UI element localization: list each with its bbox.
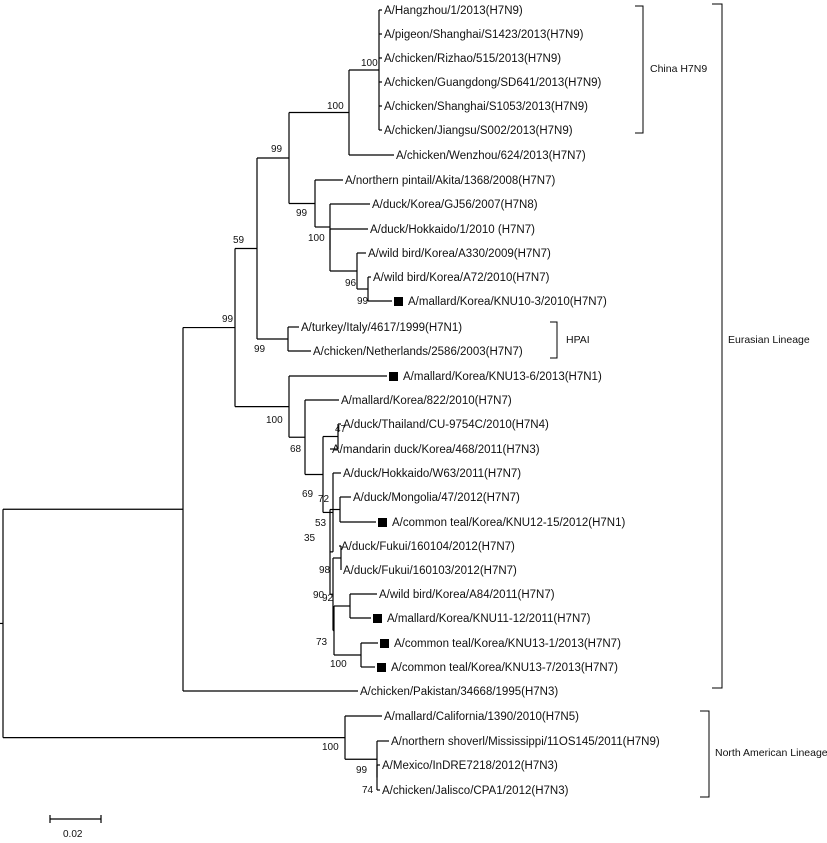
bootstrap-value: 99 [271, 144, 283, 155]
bootstrap-value: 100 [322, 742, 339, 753]
bootstrap-value: 100 [361, 58, 378, 69]
taxon-label: A/chicken/Netherlands/2586/2003(H7N7) [313, 346, 523, 358]
bootstrap-value: 99 [296, 208, 308, 219]
taxon-label: A/duck/Hokkaido/1/2010 (H7N7) [370, 224, 535, 236]
bootstrap-value: 72 [318, 494, 330, 505]
taxon-label: A/duck/Mongolia/47/2012(H7N7) [353, 492, 520, 504]
bootstrap-value: 35 [304, 533, 316, 544]
taxon-label: A/chicken/Pakistan/34668/1995(H7N3) [360, 686, 558, 698]
taxon-label: A/chicken/Shanghai/S1053/2013(H7N9) [384, 101, 588, 113]
taxon-label: A/northern shoverl/Mississippi/11OS145/2… [391, 736, 660, 748]
scale-bar-label: 0.02 [63, 829, 83, 840]
taxon-label: A/Hangzhou/1/2013(H7N9) [384, 5, 523, 17]
taxon-label: A/pigeon/Shanghai/S1423/2013(H7N9) [384, 29, 584, 41]
taxon-label: A/wild bird/Korea/A330/2009(H7N7) [368, 248, 551, 260]
bootstrap-value: 59 [233, 235, 245, 246]
bootstrap-value: 92 [322, 593, 334, 604]
bootstrap-value: 47 [335, 424, 347, 435]
bootstrap-value: 99 [356, 765, 368, 776]
taxon-label: A/common teal/Korea/KNU13-1/2013(H7N7) [394, 638, 621, 650]
tree-branches [0, 9, 394, 791]
study-isolate-marker [373, 614, 382, 623]
taxon-label: A/common teal/Korea/KNU13-7/2013(H7N7) [391, 662, 618, 674]
taxon-label: A/duck/Fukui/160104/2012(H7N7) [341, 541, 515, 553]
study-isolate-marker [380, 639, 389, 648]
hpai-bracket: HPAI [550, 321, 590, 359]
bootstrap-value: 69 [302, 489, 314, 500]
taxon-label: A/wild bird/Korea/A84/2011(H7N7) [379, 589, 555, 601]
taxon-label: A/northern pintail/Akita/1368/2008(H7N7) [345, 175, 555, 187]
taxon-label: A/chicken/Wenzhou/624/2013(H7N7) [396, 150, 586, 162]
bootstrap-value: 100 [266, 415, 283, 426]
study-isolate-marker [394, 297, 403, 306]
taxon-label: A/chicken/Rizhao/515/2013(H7N9) [384, 53, 561, 65]
taxon-label: A/duck/Thailand/CU-9754C/2010(H7N4) [343, 419, 549, 431]
study-isolate-marker [378, 518, 387, 527]
taxon-label: A/chicken/Guangdong/SD641/2013(H7N9) [384, 77, 602, 89]
bootstrap-value: 73 [316, 637, 328, 648]
taxon-labels: A/Hangzhou/1/2013(H7N9) A/pigeon/Shanghai… [301, 5, 660, 797]
bootstrap-value: 53 [315, 518, 327, 529]
bootstrap-value: 99 [357, 296, 369, 307]
bootstrap-value: 99 [222, 314, 234, 325]
bootstrap-value: 100 [330, 659, 347, 670]
taxon-label: A/duck/Korea/GJ56/2007(H7N8) [372, 199, 538, 211]
taxon-label: A/duck/Fukui/160103/2012(H7N7) [343, 565, 517, 577]
taxon-label: A/mallard/Korea/822/2010(H7N7) [341, 395, 512, 407]
taxon-label: A/common teal/Korea/KNU12-15/2012(H7N1) [392, 517, 625, 529]
china-h7n9-label: China H7N9 [650, 63, 707, 75]
hpai-label: HPAI [566, 334, 590, 346]
bootstrap-value: 100 [308, 233, 325, 244]
taxon-label: A/mallard/Korea/KNU13-6/2013(H7N1) [403, 371, 602, 383]
taxon-label: A/mandarin duck/Korea/468/2011(H7N3) [332, 444, 540, 456]
study-isolate-marker [389, 372, 398, 381]
eurasian-lineage-bracket: Eurasian Lineage [712, 3, 810, 689]
taxon-label: A/mallard/Korea/KNU10-3/2010(H7N7) [408, 296, 607, 308]
taxon-label: A/mallard/California/1390/2010(H7N5) [384, 711, 579, 723]
taxon-label: A/turkey/Italy/4617/1999(H7N1) [301, 322, 462, 334]
scale-bar: 0.02 [49, 815, 102, 840]
bootstrap-value: 90 [313, 590, 325, 601]
taxon-label: A/duck/Hokkaido/W63/2011(H7N7) [343, 468, 521, 480]
bootstrap-values: 1001009996100999999594772989210073903553… [222, 58, 378, 796]
eurasian-lineage-label: Eurasian Lineage [728, 334, 810, 346]
study-isolate-marker [377, 663, 386, 672]
taxon-label: A/mallard/Korea/KNU11-12/2011(H7N7) [387, 613, 591, 625]
bootstrap-value: 96 [345, 278, 357, 289]
taxon-label: A/chicken/Jalisco/CPA1/2012(H7N3) [382, 785, 569, 797]
bootstrap-value: 68 [290, 444, 302, 455]
china-h7n9-bracket: China H7N9 [635, 5, 707, 134]
study-isolate-markers [373, 297, 403, 672]
north-american-lineage-bracket: North American Lineage [700, 710, 827, 798]
bootstrap-value: 98 [319, 565, 331, 576]
bootstrap-value: 100 [327, 101, 344, 112]
taxon-label: A/wild bird/Korea/A72/2010(H7N7) [373, 272, 550, 284]
taxon-label: A/chicken/Jiangsu/S002/2013(H7N9) [384, 125, 573, 137]
taxon-label: A/Mexico/InDRE7218/2012(H7N3) [382, 760, 558, 772]
north-american-lineage-label: North American Lineage [715, 747, 827, 759]
bootstrap-value: 74 [362, 785, 374, 796]
bootstrap-value: 99 [254, 344, 266, 355]
